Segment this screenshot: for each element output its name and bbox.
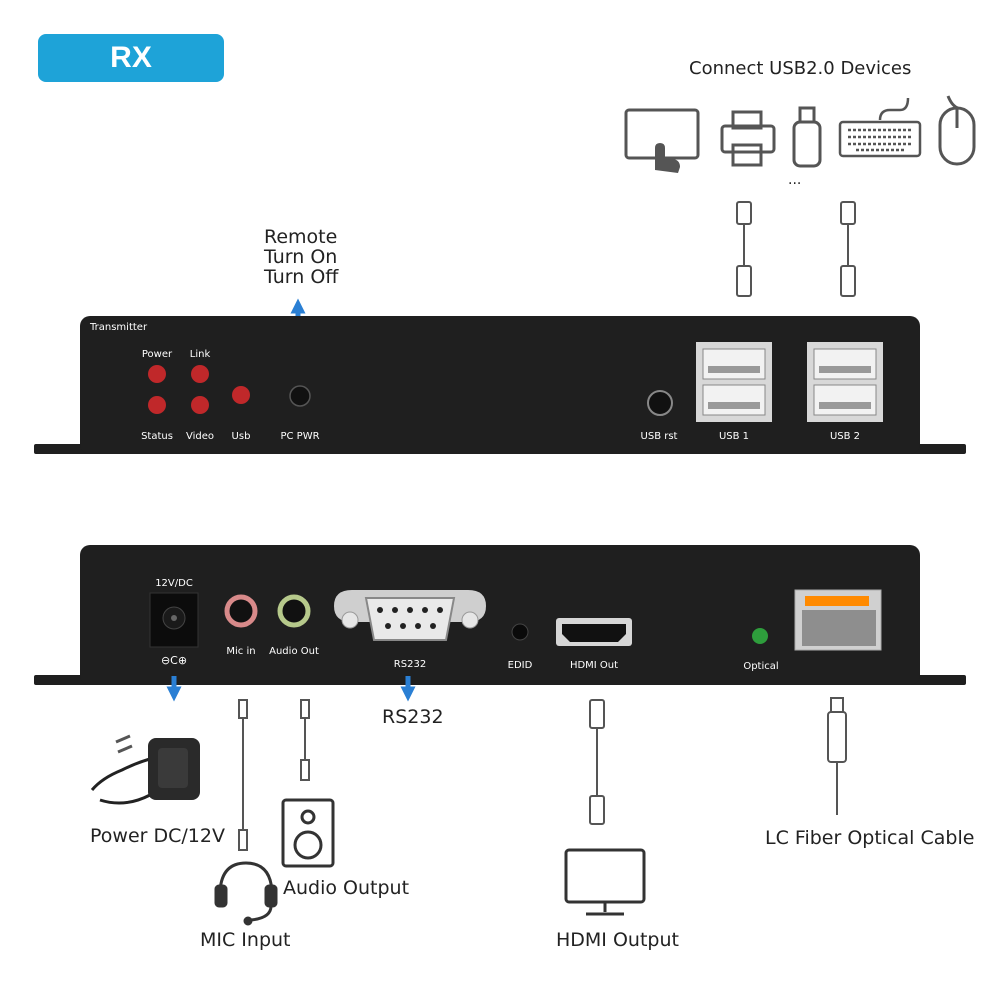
optical-label: Optical: [743, 661, 779, 672]
mic-input-label: MIC Input: [200, 929, 291, 951]
turn-on-label: Turn On: [264, 246, 338, 268]
printer-icon: [720, 110, 776, 167]
usb-cable-2: [840, 201, 856, 297]
dc-label: 12V/DC: [155, 578, 193, 589]
usb-devices-label: Connect USB2.0 Devices: [689, 58, 912, 79]
keyboard-icon: [838, 97, 922, 158]
hdmi-output-label: HDMI Output: [556, 929, 679, 951]
tablet-icon: [624, 108, 700, 173]
usb2-port: [807, 342, 883, 422]
rear-panel: [34, 545, 966, 685]
led-power: [148, 365, 166, 383]
audio-out-cable: [300, 699, 310, 781]
rs232-port-label: RS232: [393, 659, 427, 670]
power-conn-label: Power DC/12V: [90, 825, 225, 847]
usb-rst-label: USB rst: [640, 431, 678, 442]
led-link: [191, 365, 209, 383]
led-status: [148, 396, 166, 414]
rx-badge: RX: [38, 34, 224, 82]
power-adapter-icon: [90, 734, 200, 805]
optical-led: [752, 628, 768, 644]
mic-cable: [238, 699, 248, 851]
dc-jack: [149, 592, 199, 648]
rs232-port: [334, 590, 486, 641]
led-link-label: Link: [189, 349, 211, 360]
led-video-label: Video: [185, 431, 215, 442]
led-video: [191, 396, 209, 414]
pc-pwr-button: [289, 385, 311, 407]
led-usb-label: Usb: [231, 431, 251, 442]
led-status-label: Status: [141, 431, 173, 442]
usb2-label: USB 2: [829, 431, 861, 442]
audio-out-label: Audio Out: [269, 646, 319, 657]
hdmi-out-label: HDMI Out: [569, 660, 619, 671]
turn-off-label: Turn Off: [264, 266, 339, 288]
mic-jack: [224, 594, 258, 628]
headset-icon: [214, 861, 278, 926]
usb1-label: USB 1: [718, 431, 750, 442]
speaker-icon: [281, 798, 335, 868]
hdmi-port: [556, 618, 632, 646]
transmitter-label: Transmitter: [90, 322, 148, 333]
led-power-label: Power: [141, 349, 173, 360]
audio-output-label: Audio Output: [283, 877, 410, 899]
led-usb: [232, 386, 250, 404]
hdmi-cable: [589, 699, 605, 825]
sfp-port: [794, 589, 882, 651]
mouse-icon: [938, 95, 976, 166]
usb-rst-button: [647, 390, 673, 416]
monitor-icon: [564, 848, 646, 916]
front-panel: [34, 316, 966, 454]
usb1-port: [696, 342, 772, 422]
usb-cable-1: [736, 201, 752, 297]
fiber-label: LC Fiber Optical Cable: [765, 827, 975, 849]
rs232-conn-label: RS232: [382, 706, 444, 728]
devices-ellipsis: ...: [788, 172, 802, 188]
mic-in-label: Mic in: [226, 646, 256, 657]
edid-button: [511, 623, 529, 641]
pc-pwr-label: PC PWR: [280, 431, 320, 442]
usb-drive-icon: [792, 106, 822, 168]
polarity-label: ⊖C⊕: [160, 654, 188, 667]
audio-out-jack: [277, 594, 311, 628]
fiber-cable: [827, 697, 847, 815]
edid-label: EDID: [507, 660, 533, 671]
remote-label: Remote: [264, 226, 338, 248]
